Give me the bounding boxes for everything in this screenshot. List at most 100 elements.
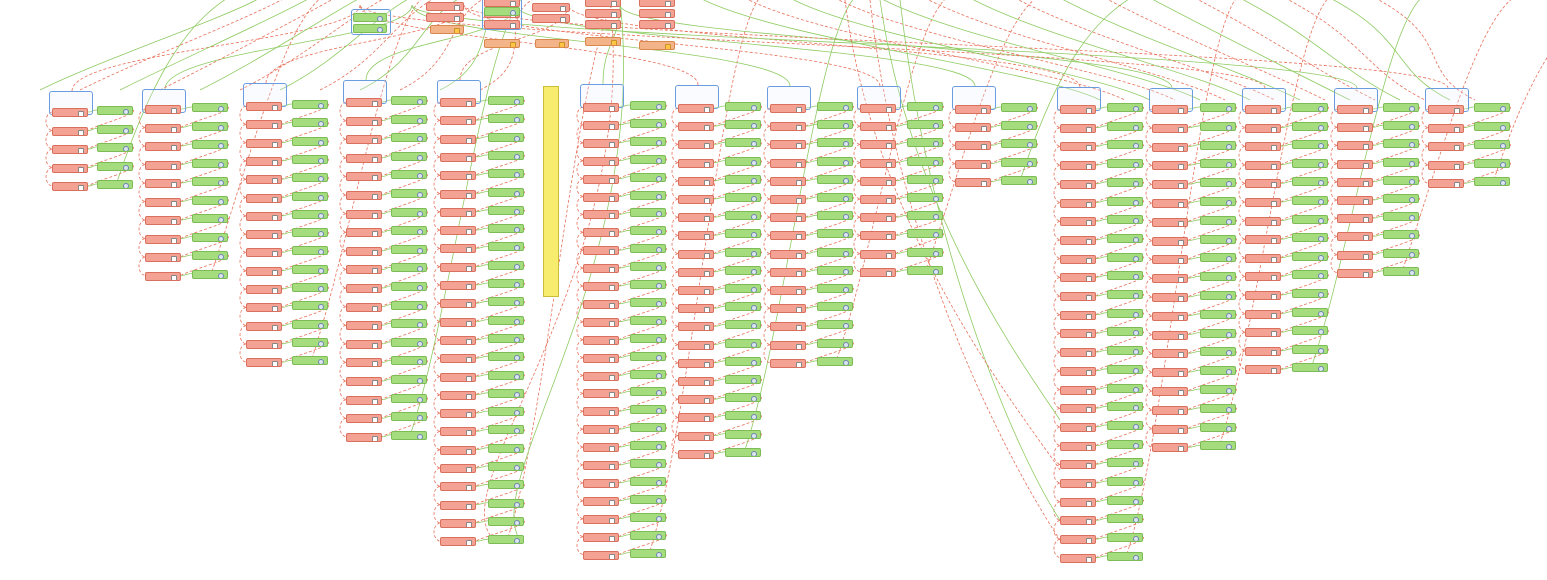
sticky-note[interactable] bbox=[543, 86, 559, 297]
task-node[interactable] bbox=[488, 516, 524, 526]
action-node[interactable] bbox=[1337, 177, 1373, 187]
task-node[interactable] bbox=[292, 209, 328, 219]
action-node[interactable] bbox=[678, 449, 714, 459]
task-node[interactable] bbox=[630, 548, 666, 558]
task-node[interactable] bbox=[1001, 157, 1037, 167]
action-node[interactable] bbox=[583, 496, 619, 506]
action-node[interactable] bbox=[770, 140, 806, 150]
action-node[interactable] bbox=[1245, 179, 1281, 189]
action-node[interactable] bbox=[1152, 387, 1188, 396]
action-node[interactable] bbox=[246, 321, 282, 331]
task-node[interactable] bbox=[1383, 139, 1419, 149]
task-node[interactable] bbox=[391, 170, 427, 180]
task-node[interactable] bbox=[1474, 103, 1510, 112]
action-node[interactable] bbox=[583, 174, 619, 184]
task-node[interactable] bbox=[725, 211, 761, 221]
action-node[interactable] bbox=[1152, 349, 1188, 359]
task-node[interactable] bbox=[630, 459, 666, 468]
task-node[interactable] bbox=[391, 96, 427, 105]
task-node[interactable] bbox=[1200, 328, 1236, 338]
task-node[interactable] bbox=[1292, 270, 1328, 280]
action-node[interactable] bbox=[1428, 179, 1464, 189]
task-node[interactable] bbox=[1200, 121, 1236, 131]
task-node[interactable] bbox=[1292, 307, 1328, 317]
action-node[interactable] bbox=[346, 377, 382, 386]
task-node[interactable] bbox=[907, 211, 943, 221]
task-node[interactable] bbox=[488, 242, 524, 252]
task-node[interactable] bbox=[1200, 309, 1236, 319]
action-node[interactable] bbox=[678, 267, 714, 277]
action-node[interactable] bbox=[583, 461, 619, 470]
task-node[interactable] bbox=[630, 262, 666, 272]
task-node[interactable] bbox=[488, 535, 524, 545]
task-node[interactable] bbox=[1292, 326, 1328, 336]
action-node[interactable] bbox=[1245, 198, 1281, 207]
action-node[interactable] bbox=[583, 532, 619, 542]
task-node[interactable] bbox=[725, 411, 761, 421]
task-node[interactable] bbox=[488, 333, 524, 343]
action-node[interactable] bbox=[1060, 441, 1096, 451]
task-node[interactable] bbox=[817, 102, 853, 111]
task-node[interactable] bbox=[391, 207, 427, 217]
task-node[interactable] bbox=[630, 441, 666, 451]
task-node[interactable] bbox=[1107, 177, 1143, 187]
action-node[interactable] bbox=[440, 537, 476, 547]
action-node[interactable] bbox=[1337, 196, 1373, 205]
action-node[interactable] bbox=[346, 265, 382, 275]
task-node[interactable] bbox=[630, 351, 666, 361]
action-node[interactable] bbox=[346, 116, 382, 126]
action-node[interactable] bbox=[145, 105, 181, 114]
task-node[interactable] bbox=[1001, 121, 1037, 131]
task-node[interactable] bbox=[1383, 212, 1419, 222]
task-node[interactable] bbox=[1107, 364, 1143, 374]
task-node[interactable] bbox=[1200, 403, 1236, 413]
task-node[interactable] bbox=[1292, 233, 1328, 243]
task-node[interactable] bbox=[725, 174, 761, 184]
action-node[interactable] bbox=[1060, 535, 1096, 545]
task-node[interactable] bbox=[817, 174, 853, 184]
action-node[interactable] bbox=[583, 138, 619, 148]
task-node[interactable] bbox=[817, 284, 853, 293]
task-node[interactable] bbox=[391, 300, 427, 310]
action-node[interactable] bbox=[583, 425, 619, 435]
task-node[interactable] bbox=[1107, 252, 1143, 262]
task-node[interactable] bbox=[725, 429, 761, 439]
action-node[interactable] bbox=[1337, 214, 1373, 224]
task-node[interactable] bbox=[488, 205, 524, 215]
task-node[interactable] bbox=[630, 387, 666, 397]
task-node[interactable] bbox=[1292, 177, 1328, 187]
action-node[interactable] bbox=[145, 123, 181, 133]
action-node[interactable] bbox=[1060, 497, 1096, 507]
action-node[interactable] bbox=[860, 122, 896, 132]
task-node[interactable] bbox=[1107, 551, 1143, 561]
action-node[interactable] bbox=[583, 282, 619, 291]
task-node[interactable] bbox=[1200, 178, 1236, 188]
action-node[interactable] bbox=[1428, 105, 1464, 114]
action-node[interactable] bbox=[860, 140, 896, 150]
action-node[interactable] bbox=[770, 286, 806, 295]
action-node[interactable] bbox=[583, 353, 619, 363]
action-node[interactable] bbox=[1060, 235, 1096, 245]
task-node[interactable] bbox=[97, 161, 133, 171]
action-node[interactable] bbox=[1428, 123, 1464, 133]
action-node[interactable] bbox=[955, 177, 991, 187]
task-node[interactable] bbox=[1292, 251, 1328, 261]
task-node[interactable] bbox=[292, 173, 328, 183]
task-node[interactable] bbox=[817, 338, 853, 348]
task-node[interactable] bbox=[1292, 196, 1328, 205]
task-node[interactable] bbox=[630, 226, 666, 236]
action-node[interactable] bbox=[1060, 292, 1096, 301]
action-node[interactable] bbox=[1245, 346, 1281, 356]
task-node[interactable] bbox=[907, 120, 943, 130]
action-node[interactable] bbox=[346, 153, 382, 163]
action-node[interactable] bbox=[145, 271, 181, 281]
task-node[interactable] bbox=[725, 265, 761, 275]
action-node[interactable] bbox=[860, 231, 896, 241]
action-node[interactable] bbox=[246, 339, 282, 349]
action-node[interactable] bbox=[1060, 198, 1096, 208]
task-node[interactable] bbox=[630, 101, 666, 110]
action-node[interactable] bbox=[1060, 142, 1096, 152]
action-node[interactable] bbox=[1152, 293, 1188, 302]
action-node[interactable] bbox=[1060, 385, 1096, 395]
